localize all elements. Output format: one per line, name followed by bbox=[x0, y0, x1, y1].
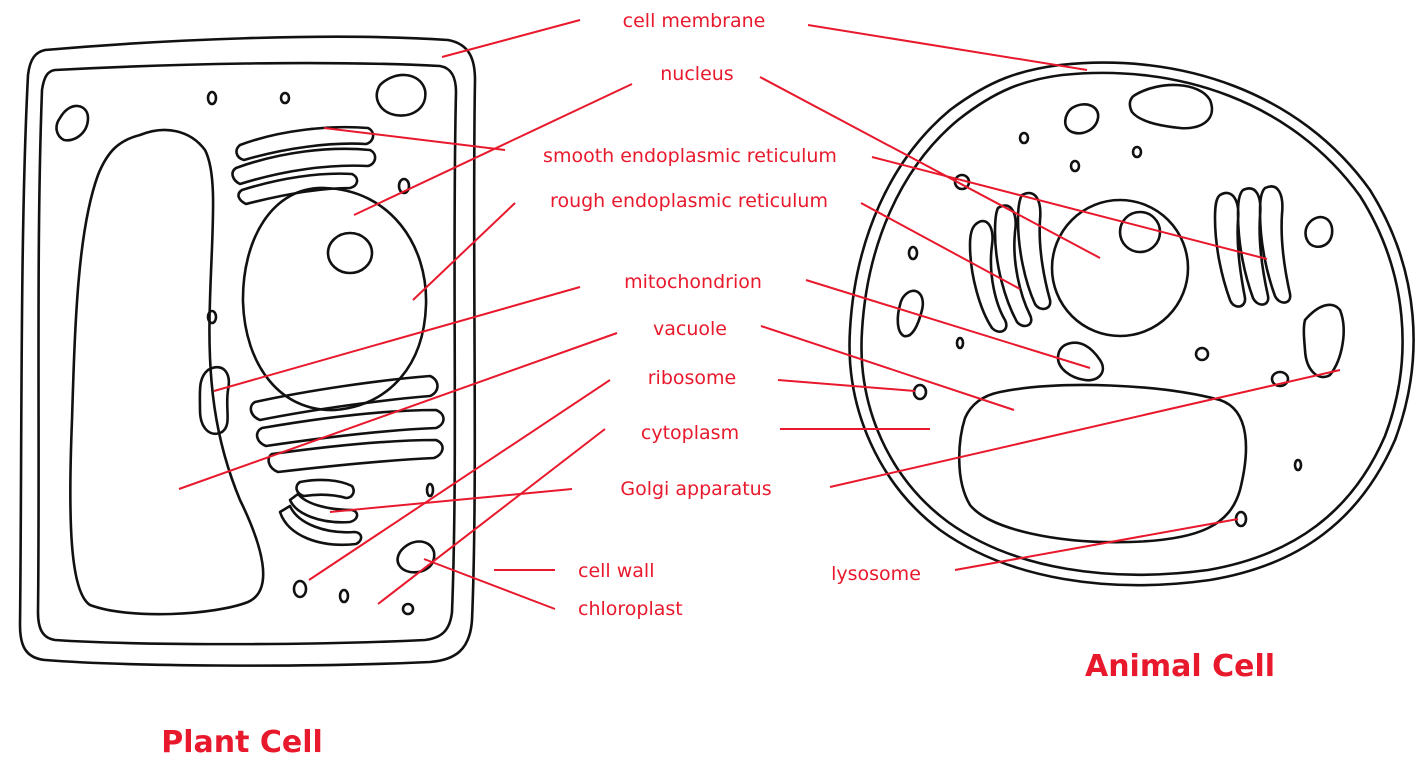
animal-cell bbox=[850, 63, 1414, 586]
animal-mitochondrion bbox=[1130, 85, 1212, 128]
plant-cell bbox=[20, 37, 475, 666]
label-cytoplasm: cytoplasm bbox=[641, 422, 739, 444]
leader-cell-membrane-animal bbox=[808, 25, 1087, 70]
title-plant-cell: Plant Cell bbox=[161, 725, 323, 757]
label-ribosome: ribosome bbox=[648, 367, 737, 389]
plant-vacuole bbox=[70, 130, 263, 614]
leader-vacuole-plant bbox=[179, 333, 617, 489]
leader-ribosome-animal bbox=[778, 380, 915, 391]
animal-vacuole bbox=[959, 385, 1246, 542]
animal-mitochondrion bbox=[898, 291, 923, 336]
animal-mitochondrion bbox=[1304, 305, 1344, 377]
animal-ribosome bbox=[1020, 133, 1028, 143]
animal-rough-er bbox=[970, 193, 1050, 332]
leader-mitochondrion-plant bbox=[214, 287, 580, 391]
animal-ribosome bbox=[1133, 147, 1141, 157]
animal-ribosome bbox=[1071, 161, 1079, 171]
animal-ribosome bbox=[909, 247, 917, 259]
leader-ribosome-plant bbox=[309, 380, 610, 580]
label-smooth-er: smooth endoplasmic reticulum bbox=[543, 145, 837, 167]
label-nucleus: nucleus bbox=[660, 63, 733, 85]
leader-lysosome bbox=[955, 519, 1238, 570]
animal-mitochondrion bbox=[1306, 217, 1333, 247]
animal-cell-membrane-inner bbox=[862, 73, 1403, 575]
plant-chloroplast bbox=[398, 542, 435, 573]
leader-smooth-er-animal bbox=[872, 157, 1267, 259]
plant-cell-membrane bbox=[38, 63, 456, 644]
plant-ribosome bbox=[427, 484, 433, 496]
label-vacuole: vacuole bbox=[653, 318, 727, 340]
plant-nucleolus bbox=[328, 233, 372, 273]
animal-ribosome bbox=[914, 385, 926, 399]
label-rough-er: rough endoplasmic reticulum bbox=[550, 190, 828, 212]
plant-nucleus bbox=[243, 188, 426, 410]
plant-ribosome bbox=[403, 604, 413, 614]
leader-golgi-plant bbox=[330, 489, 572, 512]
label-cell-membrane: cell membrane bbox=[623, 10, 766, 32]
plant-ribosome bbox=[340, 590, 348, 602]
label-cell-wall: cell wall bbox=[578, 560, 654, 582]
animal-smooth-er bbox=[1215, 186, 1290, 306]
leader-vacuole-animal bbox=[761, 326, 1014, 410]
animal-nucleolus bbox=[1120, 212, 1160, 252]
leader-nucleus-animal bbox=[760, 77, 1100, 258]
plant-golgi bbox=[280, 480, 361, 545]
plant-ribosome bbox=[208, 311, 216, 323]
title-animal-cell: Animal Cell bbox=[1085, 649, 1275, 684]
animal-ribosome bbox=[1196, 348, 1208, 360]
label-golgi: Golgi apparatus bbox=[620, 478, 771, 500]
plant-chloroplast bbox=[377, 75, 426, 116]
plant-chloroplast bbox=[57, 106, 88, 140]
animal-mitochondrion bbox=[1058, 343, 1103, 381]
label-lysosome: lysosome bbox=[831, 563, 921, 585]
animal-ribosome bbox=[957, 338, 963, 348]
label-chloroplast: chloroplast bbox=[578, 598, 683, 620]
plant-ribosome bbox=[281, 93, 289, 103]
leader-smooth-er-plant bbox=[324, 128, 505, 150]
leader-rough-er-plant bbox=[413, 203, 515, 300]
animal-mitochondrion bbox=[1065, 104, 1098, 133]
plant-ribosome bbox=[208, 92, 216, 104]
animal-ribosome bbox=[1295, 460, 1301, 470]
plant-ribosome bbox=[294, 581, 306, 597]
leader-cytoplasm-plant bbox=[378, 429, 605, 604]
leader-chloroplast bbox=[424, 559, 555, 609]
label-mitochondrion: mitochondrion bbox=[624, 271, 762, 293]
leader-cell-membrane-plant bbox=[442, 20, 580, 57]
